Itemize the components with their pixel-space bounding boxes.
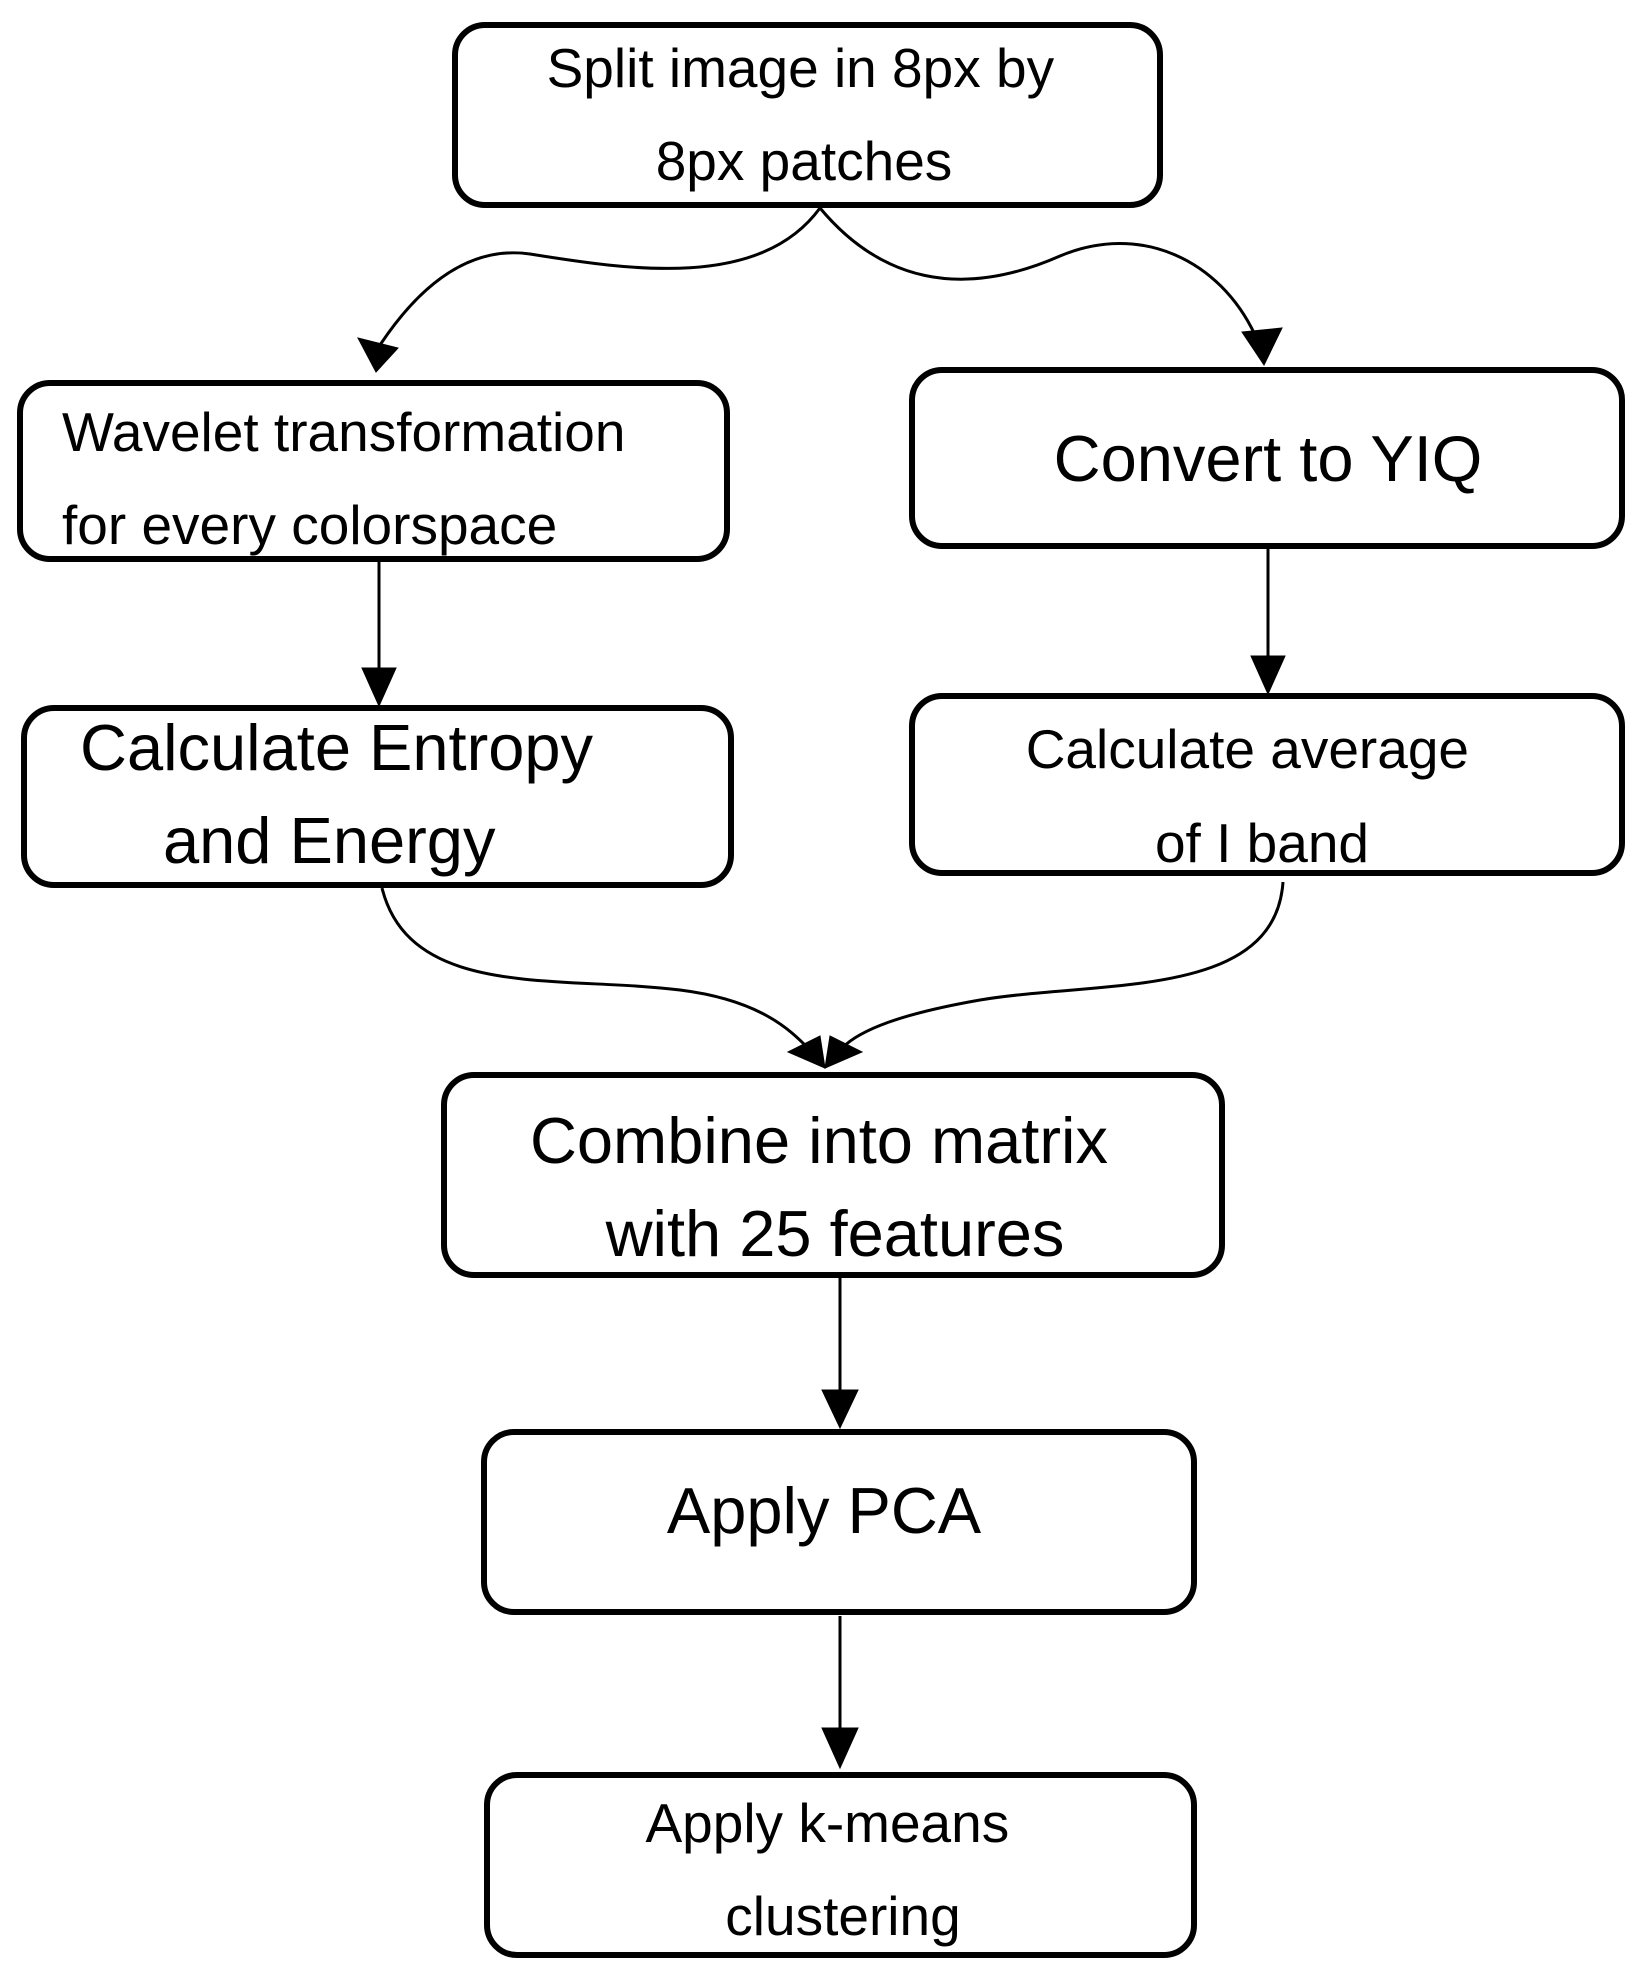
node-calculate-average: Calculate average of I band [909,693,1625,876]
node-label-line-1: Calculate average [1026,718,1469,780]
node-box [17,380,730,562]
node-combine-into-matrix: Combine into matrix with 25 features [441,1072,1225,1278]
node-box [441,1072,1225,1278]
node-label: Convert to YIQ [1054,422,1483,495]
arrowhead-combine-right [824,1035,864,1069]
node-label-line-2: clustering [725,1885,960,1947]
node-label-line-1: Apply k-means [645,1792,1009,1854]
connector-split-to-yiq [818,207,1257,336]
node-label: Apply PCA [667,1474,982,1547]
node-box [452,22,1163,208]
connectors [357,207,1286,1770]
node-label-line-1: Wavelet transformation [62,401,625,463]
node-label-line-2: 8px patches [656,130,953,192]
node-label-line-2: with 25 features [605,1197,1065,1270]
node-label: Apply k-means clustering [645,1792,1024,1947]
node-convert-to-yiq: Convert to YIQ [909,367,1625,549]
node-box [909,367,1625,549]
node-box [21,705,734,888]
node-label: Combine into matrix with 25 features [530,1104,1126,1270]
node-label-line-1: Combine into matrix [530,1104,1108,1177]
connector-entropy-to-combine [380,887,810,1050]
arrowhead-kmeans [821,1727,859,1770]
node-label-line-2: for every colorspace [62,494,557,556]
node-label: Wavelet transformation for every colorsp… [62,401,641,556]
connector-average-to-combine [840,881,1285,1050]
node-label-line-1: Convert to YIQ [1054,422,1483,495]
node-calculate-entropy-energy: Calculate Entropy and Energy [21,705,734,888]
node-split-image: Split image in 8px by 8px patches [452,22,1163,208]
node-label: Calculate Entropy and Energy [80,711,611,877]
node-box [909,693,1625,876]
arrowhead-average [1250,655,1286,696]
node-label-line-1: Calculate Entropy [80,711,594,784]
node-label: Calculate average of I band [1026,718,1485,874]
arrowhead-wavelet [357,337,399,373]
node-apply-pca: Apply PCA [481,1429,1197,1615]
node-label: Split image in 8px by 8px patches [547,37,1070,192]
node-box [484,1772,1197,1958]
node-label-line-1: Split image in 8px by [547,37,1055,99]
arrowhead-yiq [1241,327,1283,367]
node-label-line-1: Apply PCA [667,1474,982,1547]
connector-split-to-wavelet [378,207,822,346]
arrowhead-pca [821,1389,859,1430]
node-box [481,1429,1197,1615]
node-label-line-2: and Energy [163,804,496,877]
node-wavelet-transformation: Wavelet transformation for every colorsp… [17,380,730,562]
node-label-line-2: of I band [1155,812,1369,874]
arrowhead-entropy [361,667,397,708]
arrowhead-combine-left [786,1035,826,1069]
node-apply-kmeans: Apply k-means clustering [484,1772,1197,1958]
